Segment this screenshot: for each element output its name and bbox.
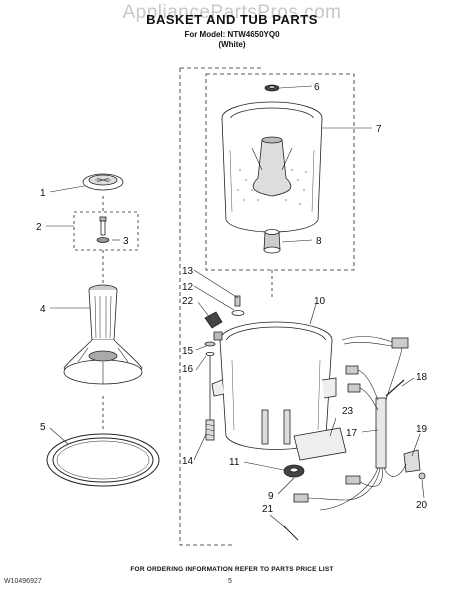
callout-2: 2 [36, 222, 42, 233]
part-2-bolt [96, 216, 110, 243]
callout-4: 4 [40, 304, 46, 315]
part-5-ring [46, 433, 160, 487]
callout-16: 16 [182, 364, 194, 375]
color-line: (White) [218, 40, 246, 49]
model-line: For Model: NTW4650YQ0 [184, 30, 280, 39]
callout-20: 20 [416, 500, 428, 511]
callout-15: 15 [182, 346, 194, 357]
callout-21: 21 [262, 504, 274, 515]
page-title: BASKET AND TUB PARTS [146, 12, 318, 27]
callout-23: 23 [342, 406, 354, 417]
callout-14: 14 [182, 456, 194, 467]
part-1-cap [82, 173, 124, 191]
ordering-note: FOR ORDERING INFORMATION REFER TO PARTS … [130, 566, 334, 573]
part-10-outer-tub [211, 321, 337, 450]
callout-8: 8 [316, 236, 322, 247]
callout-7: 7 [376, 124, 382, 135]
part-8-drive-block [263, 229, 281, 254]
part-14-16-suspension [204, 341, 216, 441]
callout-22: 22 [182, 296, 194, 307]
callout-3: 3 [123, 236, 129, 247]
assembly-frame [179, 67, 264, 546]
part-6-seal [264, 84, 280, 92]
basket-group-box [205, 73, 355, 271]
callout-12: 12 [182, 282, 194, 293]
callout-18: 18 [416, 372, 428, 383]
watermark: AppliancePartsPros.com [122, 2, 342, 23]
callout-5: 5 [40, 422, 46, 433]
callout-10: 10 [314, 296, 326, 307]
page-number: 5 [228, 578, 232, 585]
callout-6: 6 [314, 82, 320, 93]
callout-17: 17 [346, 428, 358, 439]
part-12-13-22-fasteners [204, 295, 245, 341]
part-7-basket [221, 101, 323, 233]
callout-9: 9 [268, 491, 274, 502]
group-2-box [73, 211, 139, 251]
part-4-drive-hub [63, 284, 143, 385]
callout-13: 13 [182, 266, 194, 277]
document-number: W10496927 [4, 578, 42, 585]
callout-1: 1 [40, 188, 46, 199]
part-11-bearing [283, 464, 305, 478]
callout-19: 19 [416, 424, 428, 435]
callout-11: 11 [229, 457, 240, 468]
